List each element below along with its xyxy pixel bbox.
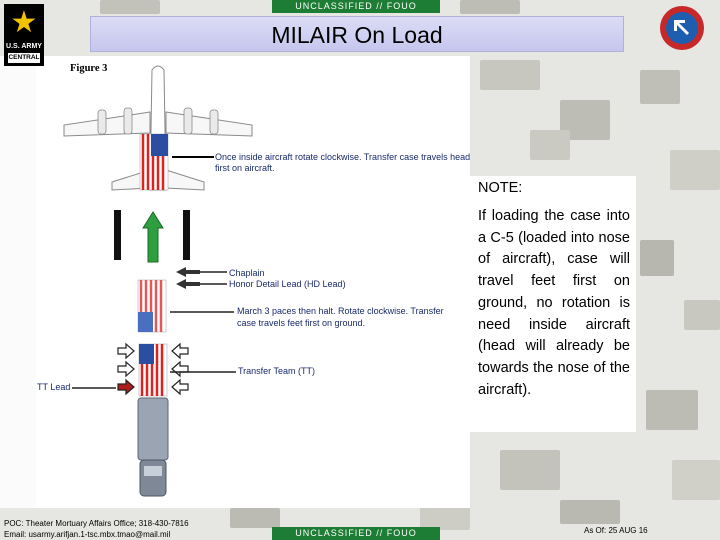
label-march-line1: March 3 paces then halt. Rotate clockwis… (237, 306, 444, 316)
unit-insignia-logo (660, 6, 704, 50)
transport-vehicle-icon (137, 397, 169, 497)
direction-arrow-icon (142, 211, 164, 263)
star-icon: ★ (10, 6, 38, 39)
figure-label: Figure 3 (70, 63, 108, 74)
page-title: MILAIR On Load (271, 22, 443, 48)
label-hd-lead: Honor Detail Lead (HD Lead) (229, 279, 346, 289)
ramp-marker-left (114, 210, 121, 260)
us-army-central-logo: ★ U.S. ARMY CENTRAL (4, 4, 44, 66)
arrow-insignia-icon (674, 20, 689, 35)
classification-banner-bottom: UNCLASSIFIED // FOUO (272, 527, 440, 540)
logo-text-army: U.S. ARMY (6, 43, 42, 50)
label-rotate-line2: first on aircraft. (215, 163, 275, 173)
poc-contact: POC: Theater Mortuary Affairs Office; 31… (4, 518, 189, 540)
poc-email: Email: usarmy.arifjan.1-tsc.mbx.tmao@mai… (4, 530, 171, 539)
classification-banner-top: UNCLASSIFIED // FOUO (272, 0, 440, 13)
hd-lead-arrow-icon (176, 279, 200, 289)
flag-case-rotation-point (137, 279, 167, 333)
note-text: If loading the case into a C-5 (loaded i… (478, 208, 630, 398)
label-tt-lead: TT Lead (37, 382, 71, 392)
label-transfer-team: Transfer Team (TT) (238, 366, 316, 376)
flag-case-in-aircraft (139, 133, 169, 191)
ramp-marker-right (183, 210, 190, 260)
title-bar: MILAIR On Load (90, 16, 624, 52)
as-of-date: As Of: 25 AUG 16 (584, 526, 648, 535)
logo-text-central: CENTRAL (8, 53, 40, 63)
label-chaplain: Chaplain (229, 268, 265, 278)
chaplain-arrow-icon (176, 267, 200, 277)
flag-case-transfer-team (138, 343, 168, 397)
note-title: NOTE: (478, 180, 523, 196)
poc-phone: POC: Theater Mortuary Affairs Office; 31… (4, 519, 189, 528)
label-march-line2: case travels feet first on ground. (237, 318, 366, 328)
note-panel (470, 176, 636, 432)
label-rotate-line1: Once inside aircraft rotate clockwise. T… (215, 152, 471, 162)
left-margin-panel (0, 56, 36, 508)
